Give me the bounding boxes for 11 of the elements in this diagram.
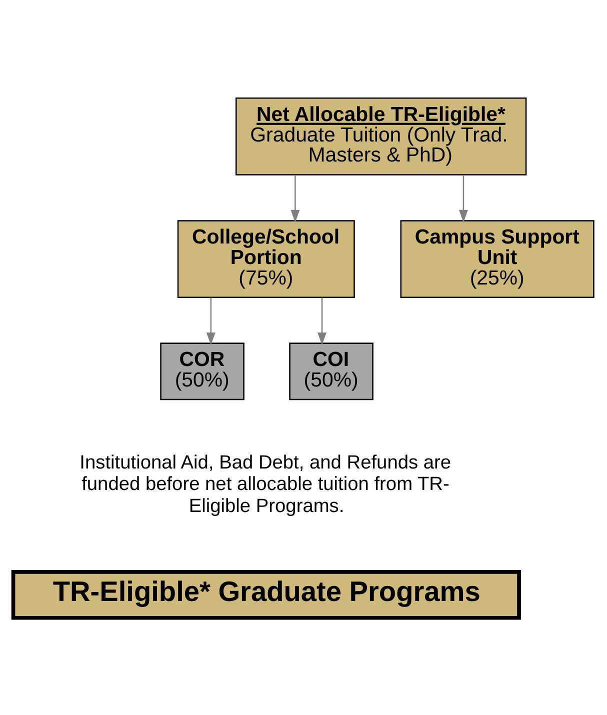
arrow [206,297,216,345]
node-box: Campus Support Unit (25%) [400,220,594,298]
node-text: Institutional Aid, Bad Debt, and Refunds are funded before net allocable tuition from TR-Eligible Programs. [80,452,452,516]
node-box: TR-Eligible* Graduate Programs [11,570,521,620]
node-box: College/School Portion (75%) [177,220,355,298]
arrow [458,174,468,222]
arrow [318,297,326,345]
node-box: Net Allocable TR-Eligible* Graduate Tuition (Only Trad. Masters & PhD) [236,96,527,175]
node-box: COI (50%) [289,342,374,400]
node-box: COR (50%) [160,342,244,400]
arrow [290,174,300,222]
